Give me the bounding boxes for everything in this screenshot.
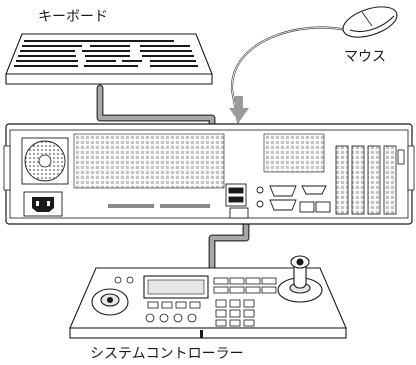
controller-cable [208,208,250,272]
joystick-icon [277,255,323,303]
fan-icon [21,137,69,185]
power-inlet-icon [23,191,63,217]
keyboard-label: キーボード [38,9,108,25]
arrow-down-icon [229,96,249,122]
pc-rear-panel [3,123,415,225]
system-controller-icon [69,255,347,339]
mouse-cable [230,26,348,124]
expansion-slots [335,145,405,215]
mouse-label: マウス [344,49,386,65]
keyboard-icon [5,33,213,85]
jog-dial-icon [91,288,129,316]
mouse-icon [342,6,398,38]
io-ports [225,183,331,219]
system-controller-label: システムコントローラー [90,346,244,362]
